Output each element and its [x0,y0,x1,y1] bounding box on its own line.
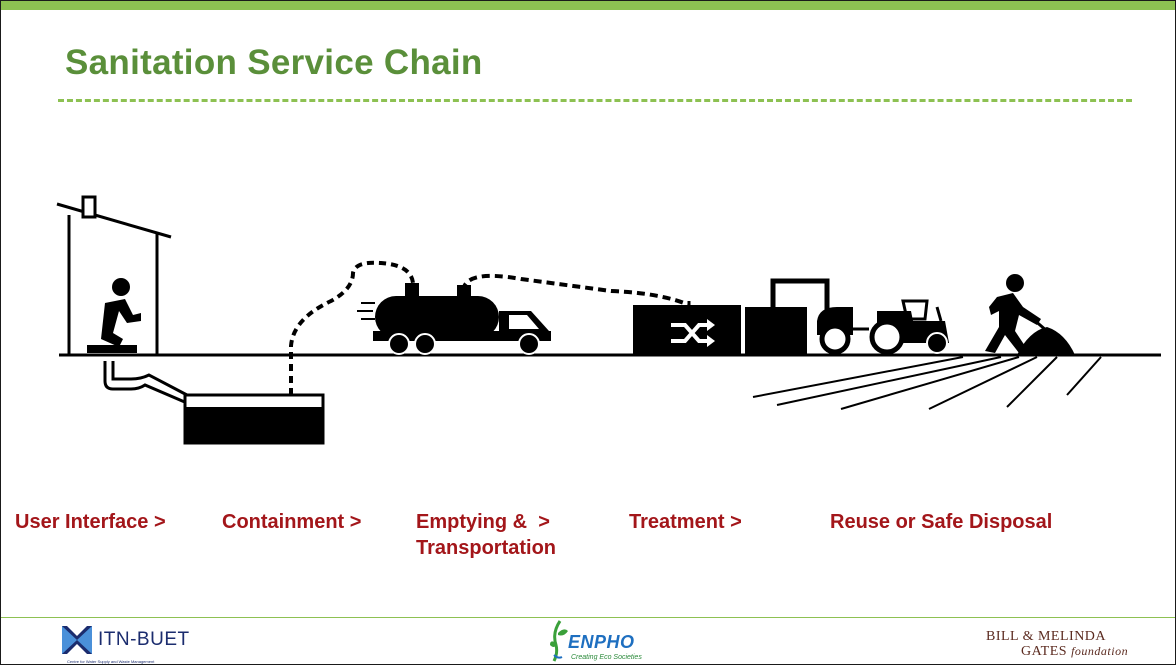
stage-treatment: Treatment > [629,511,742,533]
top-accent-bar [1,1,1175,10]
itn-buet-logo-icon [62,626,92,654]
enpho-logo-text: ENPHO [568,632,635,652]
treatment-plant-icon [633,278,830,355]
suction-hose [289,260,415,395]
gates-logo-name: GATES [1021,644,1068,659]
stage-containment: Containment > [222,511,362,533]
stage-emptying-line1: Emptying & > [416,511,550,533]
farmer-icon [985,274,1075,355]
stage-reuse-disposal: Reuse or Safe Disposal [830,511,1053,533]
stage-user-interface: User Interface > [15,511,166,533]
tractor-icon [817,299,949,355]
sanitation-chain-illustration [56,195,1161,445]
stage-emptying-line2: Transportation [416,537,557,559]
gates-logo-line2: GATES foundation [1021,644,1128,660]
latrine-icon [56,195,188,405]
title-divider [58,99,1132,102]
stage-emptying-transportation: Emptying & > Transportation [416,509,556,561]
gates-logo-line1: BILL & MELINDA [986,629,1107,644]
field-furrows-icon [752,356,1102,410]
slide-title: Sanitation Service Chain [65,43,483,82]
pit-icon [183,393,325,445]
itn-buet-subtitle: Centre for Water Supply and Waste Manage… [67,659,155,664]
footer-divider [1,617,1175,618]
gates-logo-suffix: foundation [1071,644,1129,658]
enpho-leaf-icon [550,620,568,662]
itn-buet-logo-text: ITN-BUET [98,629,190,650]
enpho-subtitle: Creating Eco Societies [571,654,642,661]
vacuum-truck-icon [373,273,690,355]
